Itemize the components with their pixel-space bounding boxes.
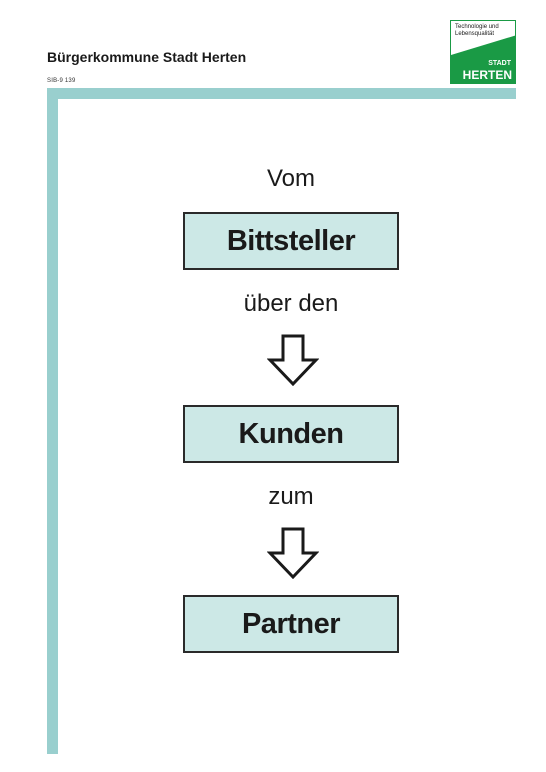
flow-connector-2: zum (268, 483, 314, 510)
logo-stadt: STADT (488, 60, 511, 67)
logo-green-shape (451, 35, 515, 83)
flow-box-bittsteller: Bittsteller (183, 212, 399, 270)
herten-logo: Technologie und Lebensqualität STADT HER… (450, 20, 516, 84)
flow-box-partner: Partner (183, 595, 399, 653)
logo-tagline: Technologie und Lebensqualität (455, 24, 499, 37)
page-title: Bürgerkommune Stadt Herten (47, 49, 247, 65)
down-arrow-icon (267, 527, 319, 579)
logo-herten: HERTEN (462, 68, 512, 82)
flow-box-kunden: Kunden (183, 405, 399, 463)
flow-connector-1: über den (243, 290, 339, 317)
accent-bar-top (47, 88, 516, 99)
document-reference: SIB-9 139 (47, 78, 76, 84)
flow-intro-text: Vom (266, 165, 316, 192)
down-arrow-icon (267, 334, 319, 386)
accent-bar-left (47, 88, 58, 754)
